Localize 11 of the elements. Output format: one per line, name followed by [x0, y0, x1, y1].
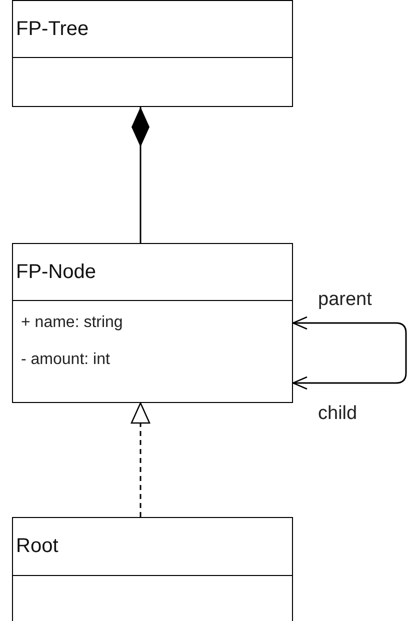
attribute: - amount: int: [21, 350, 110, 370]
class-name: Root: [16, 535, 58, 558]
class-name: FP-Node: [16, 260, 96, 284]
attribute: + name: string: [21, 313, 123, 333]
composition-line: [132, 107, 150, 243]
class-name: FP-Tree: [16, 18, 89, 40]
class-box: [12, 517, 293, 621]
self-association-arrow: [292, 316, 407, 390]
class-box: [12, 0, 293, 107]
class-box: [12, 243, 293, 403]
realization-arrow: [130, 402, 150, 517]
